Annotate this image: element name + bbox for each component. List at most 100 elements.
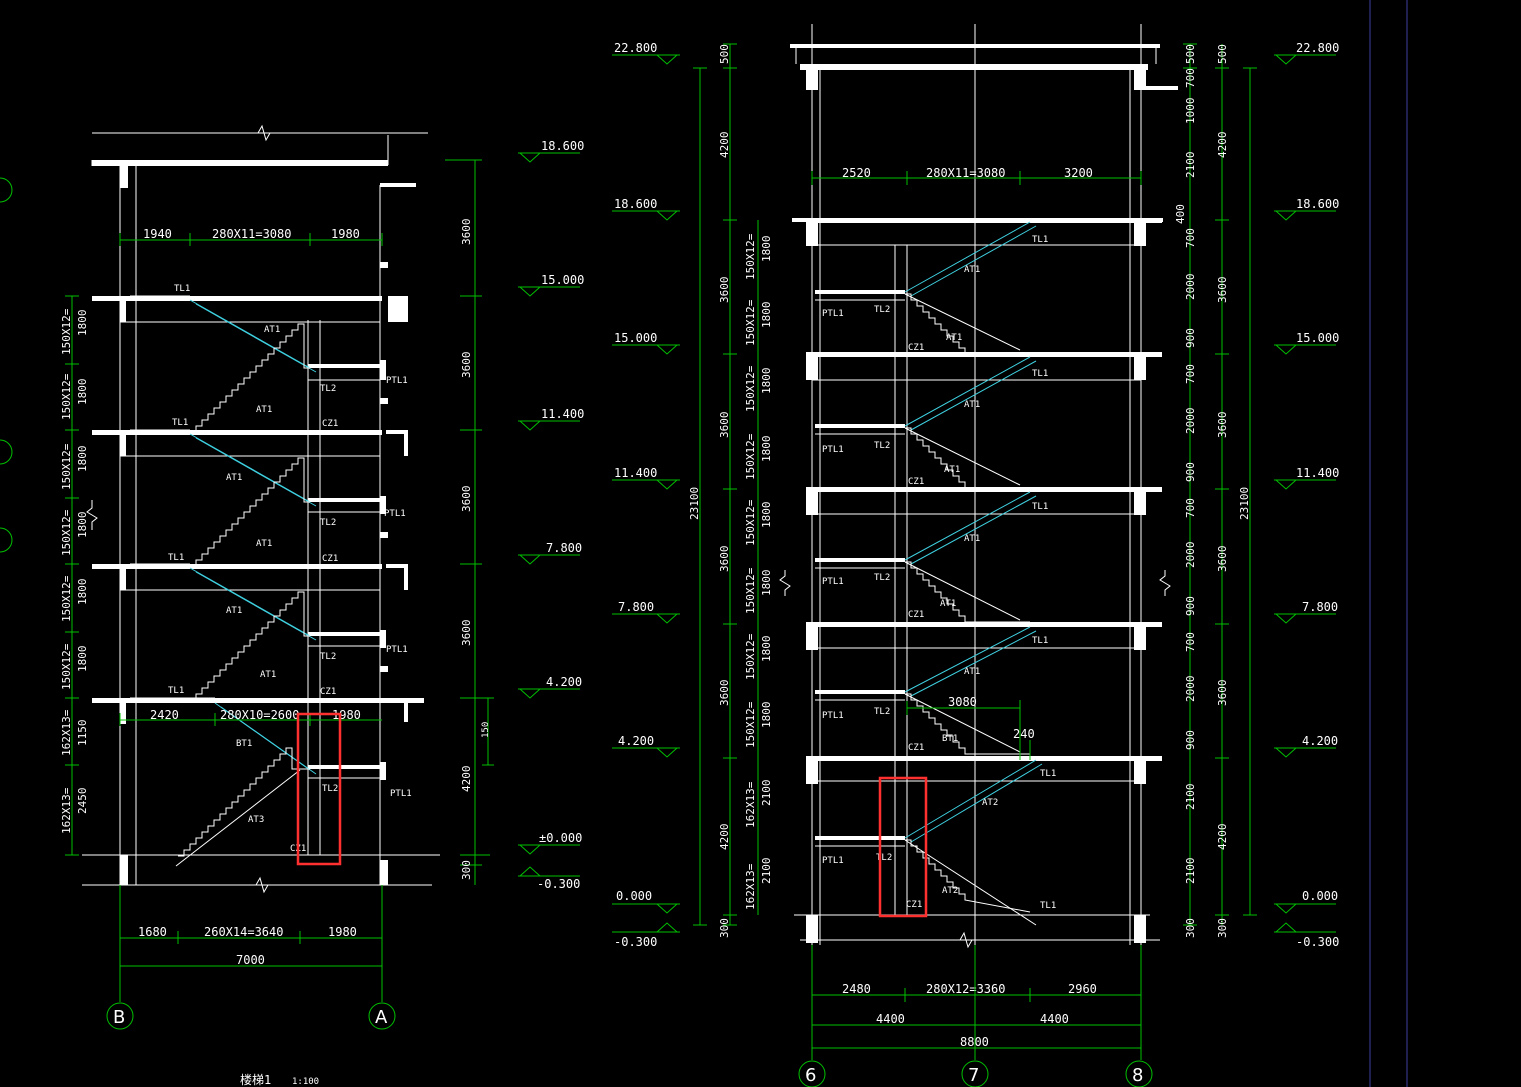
svg-text:PTL1: PTL1 — [822, 445, 844, 455]
svg-text:1800: 1800 — [760, 368, 773, 395]
svg-text:900: 900 — [1184, 596, 1197, 616]
elev-marker: 4.200 — [518, 675, 582, 699]
svg-text:15.000: 15.000 — [541, 273, 584, 287]
svg-text:150X12=: 150X12= — [744, 233, 757, 280]
label-at1: AT1 — [260, 670, 276, 680]
svg-text:500: 500 — [1216, 44, 1229, 64]
svg-text:PTL1: PTL1 — [822, 711, 844, 721]
svg-text:700: 700 — [1184, 632, 1197, 652]
left-dim-5a: 150X12= — [60, 575, 73, 622]
svg-text:TL1: TL1 — [1040, 901, 1056, 911]
svg-text:3200: 3200 — [1064, 166, 1093, 180]
left-dim-8b: 2450 — [76, 788, 89, 815]
svg-text:900: 900 — [1184, 730, 1197, 750]
svg-text:CZ1: CZ1 — [908, 343, 924, 353]
label-tl1: TL1 — [172, 418, 188, 428]
svg-text:7.800: 7.800 — [546, 541, 582, 555]
svg-text:AT1: AT1 — [940, 599, 956, 609]
svg-text:22.800: 22.800 — [1296, 41, 1339, 55]
dim-overall: 7000 — [236, 953, 265, 967]
svg-text:TL1: TL1 — [1032, 502, 1048, 512]
svg-text:TL1: TL1 — [1040, 769, 1056, 779]
svg-text:280X12=3360: 280X12=3360 — [926, 982, 1005, 996]
svg-text:400: 400 — [1174, 204, 1187, 224]
svg-text:1800: 1800 — [760, 570, 773, 597]
label-tl2: TL2 — [322, 784, 338, 794]
elev-marker: 11.400 — [518, 407, 584, 431]
svg-text:500: 500 — [718, 44, 731, 64]
svg-text:2100: 2100 — [1184, 858, 1197, 885]
svg-text:150X12=: 150X12= — [744, 299, 757, 346]
svg-text:2000: 2000 — [1184, 274, 1197, 301]
svg-text:1800: 1800 — [760, 702, 773, 729]
svg-text:2000: 2000 — [1184, 408, 1197, 435]
svg-text:4.200: 4.200 — [1302, 734, 1338, 748]
left-right-vertical-dims: 3600 3600 3600 3600 4200 300 150 — [445, 159, 494, 885]
svg-text:1800: 1800 — [760, 302, 773, 329]
svg-text:4200: 4200 — [718, 132, 731, 159]
svg-text:1800: 1800 — [760, 236, 773, 263]
dim-mid-1: 2420 — [150, 708, 179, 722]
svg-text:PTL1: PTL1 — [822, 577, 844, 587]
svg-text:PTL1: PTL1 — [822, 856, 844, 866]
left-dim-6b: 1800 — [76, 646, 89, 673]
svg-text:18.600: 18.600 — [541, 139, 584, 153]
axis-b: B — [113, 1007, 125, 1028]
svg-text:0.000: 0.000 — [1302, 889, 1338, 903]
svg-text:3600: 3600 — [1216, 412, 1229, 439]
dim-bottom-2: 260X14=3640 — [204, 925, 283, 939]
right-dim-5: 4200 — [460, 766, 473, 793]
svg-text:11.400: 11.400 — [541, 407, 584, 421]
svg-text:2100: 2100 — [760, 780, 773, 807]
svg-text:162X13=: 162X13= — [744, 863, 757, 910]
left-dim-1b: 1800 — [76, 310, 89, 337]
svg-text:TL2: TL2 — [874, 573, 890, 583]
label-ptl1: PTL1 — [386, 645, 408, 655]
svg-text:2100: 2100 — [760, 858, 773, 885]
left-dim-4b: 1800 — [76, 512, 89, 539]
elev-marker: -0.300 — [518, 866, 580, 891]
svg-text:TL2: TL2 — [874, 305, 890, 315]
right-floor-slabs — [792, 218, 1163, 943]
svg-text:2100: 2100 — [1184, 784, 1197, 811]
svg-text:CZ1: CZ1 — [908, 477, 924, 487]
total-height-left: 23100 — [688, 487, 701, 520]
svg-text:3600: 3600 — [718, 412, 731, 439]
svg-text:1800: 1800 — [760, 502, 773, 529]
axis-6: 6 — [805, 1065, 816, 1086]
left-horizontal-dims: 1940 280X11=3080 1980 2420 280X10=2600 1… — [106, 227, 396, 1030]
dim-mid-2: 280X10=2600 — [220, 708, 299, 722]
left-dim-4a: 150X12= — [60, 509, 73, 556]
svg-text:500: 500 — [1184, 44, 1197, 64]
svg-text:±0.000: ±0.000 — [539, 831, 582, 845]
svg-text:4400: 4400 — [876, 1012, 905, 1026]
svg-text:BT1: BT1 — [942, 734, 958, 744]
elev-marker: 7.800 — [518, 541, 582, 565]
total-height-right: 23100 — [1238, 487, 1251, 520]
svg-text:150X12=: 150X12= — [744, 499, 757, 546]
right-dim-1: 3600 — [460, 219, 473, 246]
dim-bottom-1: 1680 — [138, 925, 167, 939]
svg-text:150X12=: 150X12= — [744, 433, 757, 480]
right-member-labels: TL1 AT1 TL2 PTL1 AT1 CZ1 TL1 AT1 TL2 PTL… — [822, 235, 1056, 911]
svg-text:300: 300 — [1184, 918, 1197, 938]
label-cz1: CZ1 — [322, 554, 338, 564]
svg-text:TL1: TL1 — [1032, 636, 1048, 646]
left-dim-7a: 162X13= — [60, 709, 73, 756]
svg-text:150X12=: 150X12= — [744, 633, 757, 680]
svg-text:TL2: TL2 — [876, 853, 892, 863]
svg-text:CZ1: CZ1 — [908, 743, 924, 753]
svg-text:22.800: 22.800 — [614, 41, 657, 55]
right-left-dims: 23100 500 4200 3600 3600 3600 3600 4200 … — [688, 43, 773, 938]
svg-text:AT1: AT1 — [964, 667, 980, 677]
right-top-dims: 2520 280X11=3080 3200 — [811, 166, 1142, 185]
svg-text:11.400: 11.400 — [1296, 466, 1339, 480]
right-left-elevations: 22.800 18.600 15.000 11.400 7.800 4.200 … — [612, 41, 680, 949]
svg-text:150X12=: 150X12= — [744, 365, 757, 412]
left-elevation-markers: 18.600 15.000 11.400 7.800 4.200 ±0.000 … — [518, 139, 584, 891]
svg-text:-0.300: -0.300 — [1296, 935, 1339, 949]
elev-marker: 15.000 — [518, 273, 584, 297]
highlight-box-right — [878, 776, 928, 918]
right-dim-2: 3600 — [460, 352, 473, 379]
